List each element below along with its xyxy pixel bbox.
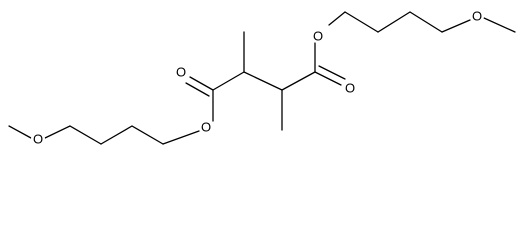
atom-label-right-ester-o: O (313, 29, 323, 44)
bond-right-chain-c1-c2 (344, 11, 379, 33)
bond-right-chain-c2-c3 (377, 11, 411, 33)
bond-left-carbonyl-double-b (185, 82, 210, 97)
atom-layer: O O O O O O (31, 9, 484, 147)
molecule-structure: O O O O O O (8, 9, 516, 147)
atom-label-left-ester-o: O (201, 120, 211, 135)
bond-right-chain-c4-to-ether-o (441, 19, 471, 33)
bond-left-carbonyl-to-backbone-c2 (212, 71, 245, 91)
bond-right-ester-o-to-c1 (328, 11, 346, 26)
atom-o-left-ether: O (31, 132, 45, 147)
bond-left-chain-c3-c4 (131, 125, 164, 145)
bond-right-carbonyl-double-b (318, 65, 346, 80)
atom-label-right-ether-o: O (472, 9, 482, 24)
atom-o-left-ester: O (199, 120, 213, 135)
bond-methyl-left-to-ether-o (8, 125, 32, 139)
bond-ether-o-left-to-c1 (44, 125, 71, 139)
atom-o-left-carbonyl: O (174, 65, 188, 80)
bond-left-chain-c4-ester-o (162, 130, 200, 145)
bond-right-ether-o-to-methyl (483, 17, 516, 33)
bond-layer (8, 11, 516, 145)
bond-backbone-c3-to-right-carbonyl (281, 71, 316, 91)
atom-label-right-carbonyl-o: O (345, 81, 355, 96)
bond-backbone-c2-c3 (243, 71, 283, 91)
atom-o-right-ester: O (311, 29, 325, 44)
bond-right-chain-c3-c4 (409, 11, 443, 33)
bond-left-chain-c2-c3 (100, 125, 133, 145)
atom-label-left-ether-o: O (33, 132, 43, 147)
atom-o-right-carbonyl: O (343, 81, 357, 96)
bond-left-chain-c1-c2 (69, 125, 102, 145)
bond-left-carbonyl-double-a (189, 76, 214, 91)
bond-right-carbonyl-double-a (314, 71, 342, 86)
atom-o-right-ether: O (470, 9, 484, 24)
atom-label-left-carbonyl-o: O (176, 65, 186, 80)
